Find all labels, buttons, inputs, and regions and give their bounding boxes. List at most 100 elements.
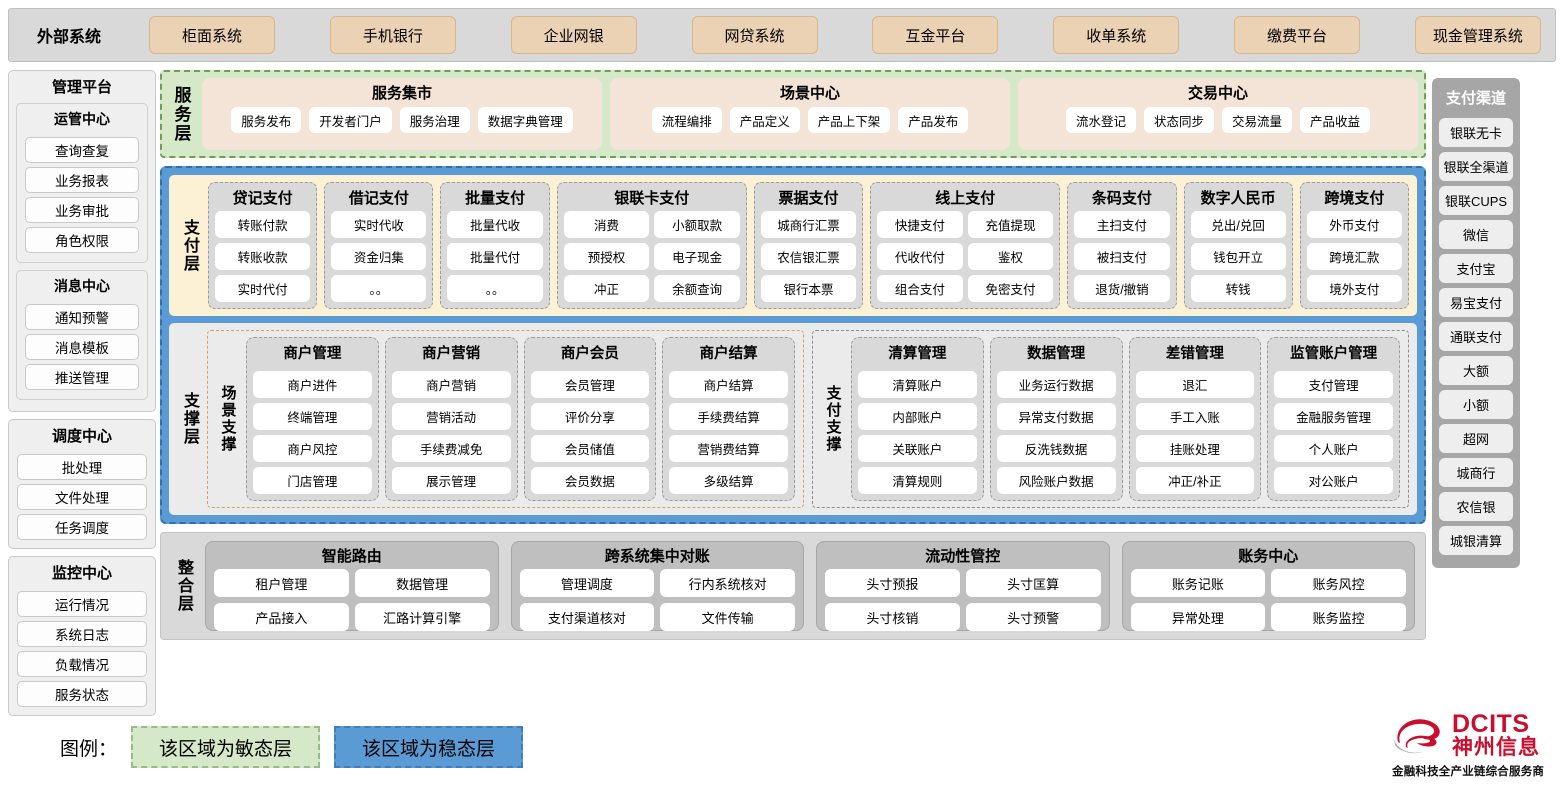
support-item[interactable]: 评价分享 bbox=[530, 403, 650, 430]
management-menu-item[interactable]: 角色权限 bbox=[25, 227, 139, 253]
payment-channel-item[interactable]: 小额 bbox=[1439, 390, 1513, 419]
payment-item[interactable]: 银行本票 bbox=[760, 275, 857, 302]
integration-item[interactable]: 头寸核销 bbox=[825, 603, 960, 631]
support-item[interactable]: 冲正/补正 bbox=[1135, 467, 1255, 494]
payment-item[interactable]: 境外支付 bbox=[1306, 275, 1403, 302]
integration-item[interactable]: 头寸预警 bbox=[965, 603, 1101, 631]
service-item[interactable]: 产品收益 bbox=[1300, 107, 1371, 133]
external-system-chip[interactable]: 收单系统 bbox=[1053, 16, 1180, 54]
payment-item[interactable]: 钱包开立 bbox=[1190, 243, 1286, 270]
service-item[interactable]: 流程编排 bbox=[651, 107, 722, 133]
integration-item[interactable]: 头寸预报 bbox=[825, 569, 960, 597]
management-menu-item[interactable]: 通知预警 bbox=[25, 304, 139, 330]
integration-item[interactable]: 异常处理 bbox=[1130, 603, 1266, 631]
service-item[interactable]: 数据字典管理 bbox=[477, 107, 573, 133]
payment-channel-item[interactable]: 银联无卡 bbox=[1439, 118, 1513, 147]
payment-item[interactable]: 鉴权 bbox=[967, 243, 1054, 270]
support-item[interactable]: 会员管理 bbox=[530, 371, 650, 398]
external-system-chip[interactable]: 手机银行 bbox=[329, 16, 456, 54]
support-item[interactable]: 业务运行数据 bbox=[996, 371, 1116, 398]
payment-item[interactable]: 电子现金 bbox=[654, 243, 740, 270]
management-menu-item[interactable]: 系统日志 bbox=[17, 621, 147, 647]
integration-item[interactable]: 产品接入 bbox=[214, 603, 349, 631]
integration-item[interactable]: 账务记账 bbox=[1130, 569, 1266, 597]
support-item[interactable]: 商户风控 bbox=[253, 435, 372, 462]
service-item[interactable]: 交易流量 bbox=[1222, 107, 1293, 133]
payment-channel-item[interactable]: 微信 bbox=[1439, 220, 1513, 249]
management-menu-item[interactable]: 任务调度 bbox=[17, 514, 147, 540]
service-item[interactable]: 服务治理 bbox=[399, 107, 470, 133]
integration-item[interactable]: 数据管理 bbox=[354, 569, 490, 597]
support-item[interactable]: 营销费结算 bbox=[669, 435, 788, 462]
support-item[interactable]: 终端管理 bbox=[253, 403, 372, 430]
payment-item[interactable]: 兑出/兑回 bbox=[1190, 211, 1286, 238]
support-item[interactable]: 挂账处理 bbox=[1135, 435, 1255, 462]
service-item[interactable]: 流水登记 bbox=[1065, 107, 1136, 133]
support-item[interactable]: 异常支付数据 bbox=[996, 403, 1116, 430]
payment-item[interactable]: 外币支付 bbox=[1306, 211, 1403, 238]
support-item[interactable]: 反洗钱数据 bbox=[996, 435, 1116, 462]
support-item[interactable]: 营销活动 bbox=[391, 403, 511, 430]
support-item[interactable]: 会员储值 bbox=[530, 435, 650, 462]
payment-channel-item[interactable]: 支付宝 bbox=[1439, 254, 1513, 283]
service-item[interactable]: 产品上下架 bbox=[807, 107, 891, 133]
payment-item[interactable]: 退货/撤销 bbox=[1074, 275, 1170, 302]
support-item[interactable]: 清算规则 bbox=[858, 467, 977, 494]
integration-item[interactable]: 汇路计算引擎 bbox=[354, 603, 490, 631]
payment-channel-item[interactable]: 大额 bbox=[1439, 356, 1513, 385]
external-system-chip[interactable]: 互金平台 bbox=[872, 16, 999, 54]
payment-item[interactable]: 转账付款 bbox=[215, 211, 311, 238]
support-item[interactable]: 支付管理 bbox=[1274, 371, 1393, 398]
support-item[interactable]: 内部账户 bbox=[858, 403, 977, 430]
payment-item[interactable]: 消费 bbox=[563, 211, 650, 238]
management-menu-item[interactable]: 运行情况 bbox=[17, 591, 147, 617]
payment-item[interactable]: 农信银汇票 bbox=[760, 243, 857, 270]
service-item[interactable]: 产品发布 bbox=[898, 107, 969, 133]
service-item[interactable]: 产品定义 bbox=[729, 107, 800, 133]
support-item[interactable]: 清算账户 bbox=[858, 371, 977, 398]
support-item[interactable]: 金融服务管理 bbox=[1274, 403, 1393, 430]
integration-item[interactable]: 头寸匡算 bbox=[965, 569, 1101, 597]
management-menu-item[interactable]: 业务审批 bbox=[25, 197, 139, 223]
management-menu-item[interactable]: 文件处理 bbox=[17, 484, 147, 510]
external-system-chip[interactable]: 网贷系统 bbox=[691, 16, 818, 54]
support-item[interactable]: 个人账户 bbox=[1274, 435, 1393, 462]
payment-item[interactable]: 预授权 bbox=[563, 243, 650, 270]
payment-item[interactable]: 批量代付 bbox=[447, 243, 543, 270]
support-item[interactable]: 会员数据 bbox=[530, 467, 650, 494]
integration-item[interactable]: 文件传输 bbox=[660, 603, 795, 631]
service-item[interactable]: 服务发布 bbox=[231, 107, 302, 133]
external-system-chip[interactable]: 缴费平台 bbox=[1234, 16, 1361, 54]
support-item[interactable]: 关联账户 bbox=[858, 435, 977, 462]
integration-item[interactable]: 账务风控 bbox=[1271, 569, 1406, 597]
payment-item[interactable]: 余额查询 bbox=[654, 275, 740, 302]
payment-channel-item[interactable]: 银联全渠道 bbox=[1439, 152, 1513, 181]
support-item[interactable]: 手工入账 bbox=[1135, 403, 1255, 430]
support-item[interactable]: 手续费减免 bbox=[391, 435, 511, 462]
payment-channel-item[interactable]: 农信银 bbox=[1439, 492, 1513, 521]
payment-item[interactable]: 免密支付 bbox=[967, 275, 1054, 302]
payment-item[interactable]: 转账收款 bbox=[215, 243, 311, 270]
management-menu-item[interactable]: 查询查复 bbox=[25, 137, 139, 163]
support-item[interactable]: 门店管理 bbox=[253, 467, 372, 494]
support-item[interactable]: 风险账户数据 bbox=[996, 467, 1116, 494]
integration-item[interactable]: 行内系统核对 bbox=[660, 569, 795, 597]
management-menu-item[interactable]: 负载情况 bbox=[17, 651, 147, 677]
integration-item[interactable]: 支付渠道核对 bbox=[519, 603, 655, 631]
external-system-chip[interactable]: 企业网银 bbox=[510, 16, 637, 54]
support-item[interactable]: 退汇 bbox=[1135, 371, 1255, 398]
management-menu-item[interactable]: 推送管理 bbox=[25, 364, 139, 390]
payment-item[interactable]: 。。 bbox=[331, 275, 427, 302]
payment-item[interactable]: 冲正 bbox=[563, 275, 650, 302]
payment-item[interactable]: 小额取款 bbox=[654, 211, 740, 238]
support-item[interactable]: 对公账户 bbox=[1274, 467, 1393, 494]
management-menu-item[interactable]: 消息模板 bbox=[25, 334, 139, 360]
service-item[interactable]: 开发者门户 bbox=[309, 107, 392, 133]
payment-item[interactable]: 。。 bbox=[447, 275, 543, 302]
external-system-chip[interactable]: 现金管理系统 bbox=[1414, 16, 1541, 54]
payment-item[interactable]: 批量代收 bbox=[447, 211, 543, 238]
payment-channel-item[interactable]: 超网 bbox=[1439, 424, 1513, 453]
payment-item[interactable]: 资金归集 bbox=[331, 243, 427, 270]
payment-item[interactable]: 组合支付 bbox=[877, 275, 963, 302]
payment-channel-item[interactable]: 城银清算 bbox=[1439, 526, 1513, 555]
